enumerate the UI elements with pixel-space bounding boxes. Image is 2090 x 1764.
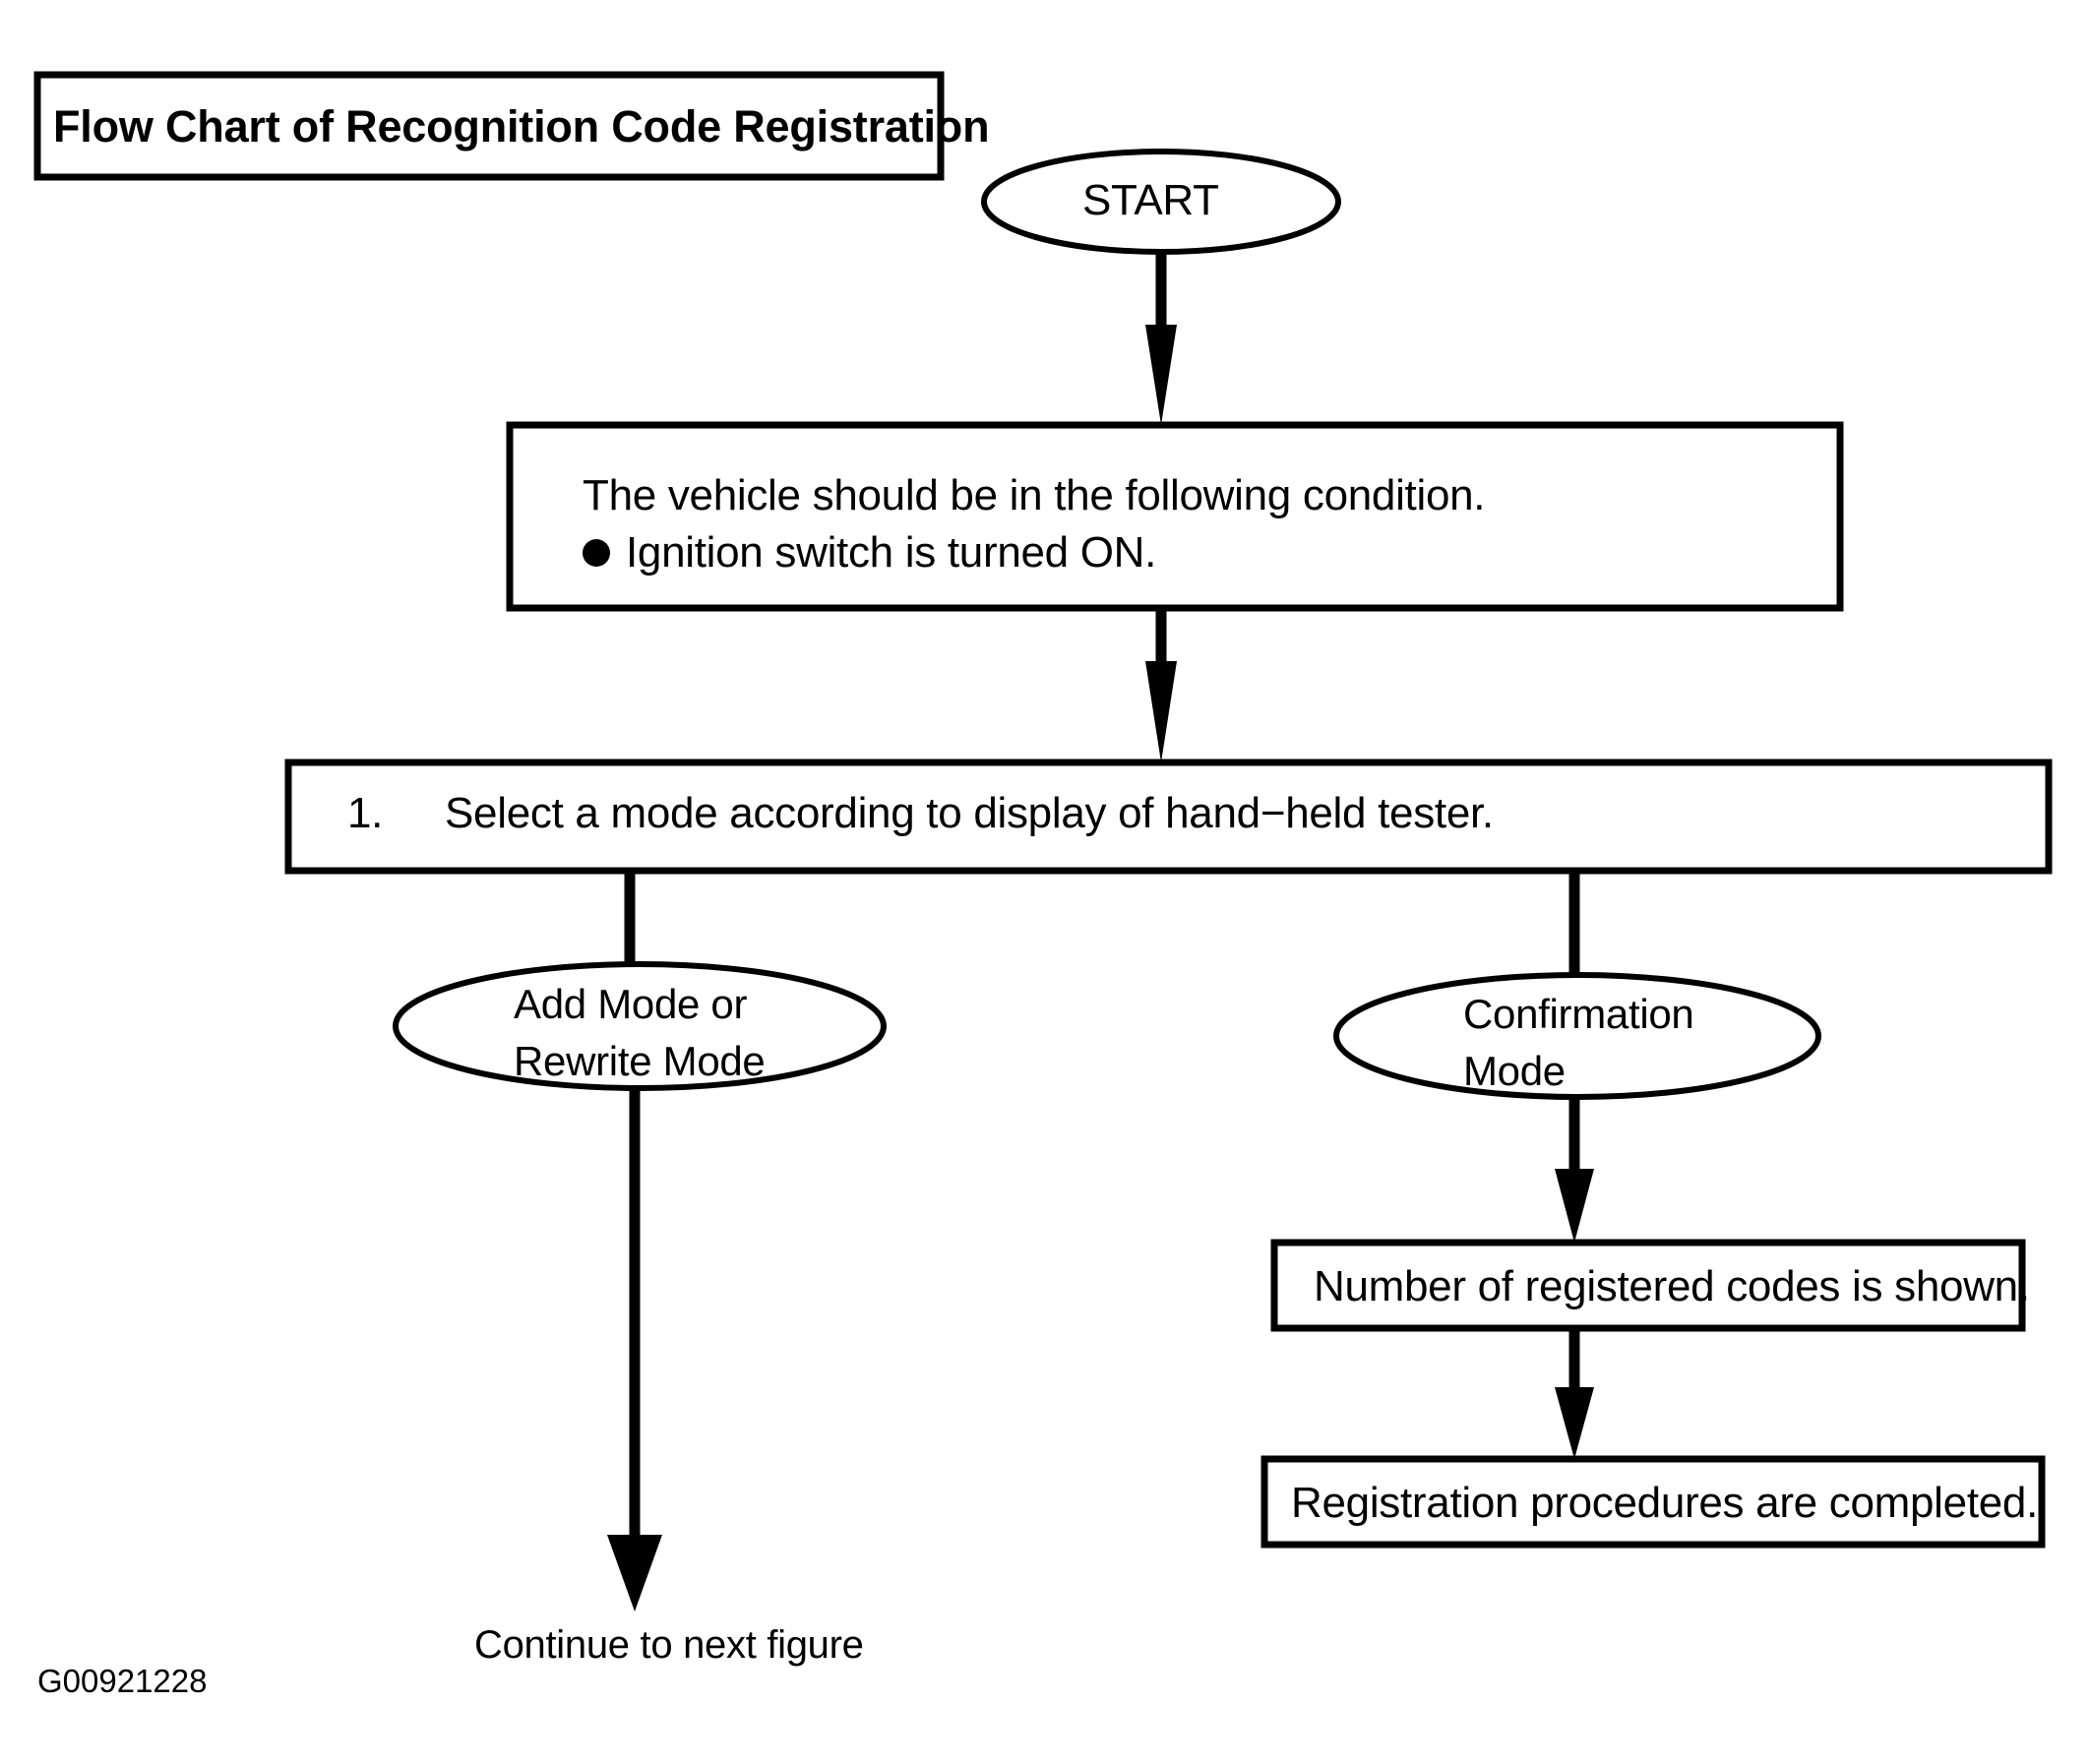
condition-line1: The vehicle should be in the following c… <box>583 471 1486 519</box>
arrow-head-codes-to-completed <box>1555 1387 1594 1459</box>
codes-box-shape <box>1270 1239 2026 1332</box>
condition-box-shape <box>506 421 1844 612</box>
condition-bullet-item: Ignition switch is turned ON. <box>583 531 1156 575</box>
codes-box-text: Number of registered codes is shown. <box>1314 1262 2030 1310</box>
figure-code-label: G00921228 <box>37 1663 208 1699</box>
step1-number: 1. <box>347 789 384 837</box>
right-mode-oval-line1: Confirmation <box>1463 991 1694 1037</box>
completed-box-text: Registration procedures are completed. <box>1291 1479 2039 1527</box>
left-mode-oval-line2: Rewrite Mode <box>514 1038 766 1084</box>
title-box-shape <box>33 71 945 181</box>
start-node-label: START <box>1082 176 1219 224</box>
completed-box-shape <box>1260 1455 2046 1549</box>
bullet-dot-icon <box>583 539 610 567</box>
step1-box-shape <box>284 759 2053 875</box>
step1-text: Select a mode according to display of ha… <box>445 789 1494 837</box>
left-mode-oval-line1: Add Mode or <box>514 981 748 1027</box>
right-mode-oval-line2: Mode <box>1463 1048 1566 1094</box>
arrow-head-right-oval-to-codes <box>1555 1169 1594 1243</box>
arrow-head-left-oval-to-continue <box>607 1535 662 1612</box>
continue-to-next-figure-label: Continue to next figure <box>474 1623 864 1667</box>
page-title: Flow Chart of Recognition Code Registrat… <box>53 101 990 152</box>
arrow-head-start-to-condition <box>1145 325 1177 425</box>
condition-bullet-label: Ignition switch is turned ON. <box>626 528 1157 577</box>
arrow-head-condition-to-step1 <box>1145 661 1177 762</box>
